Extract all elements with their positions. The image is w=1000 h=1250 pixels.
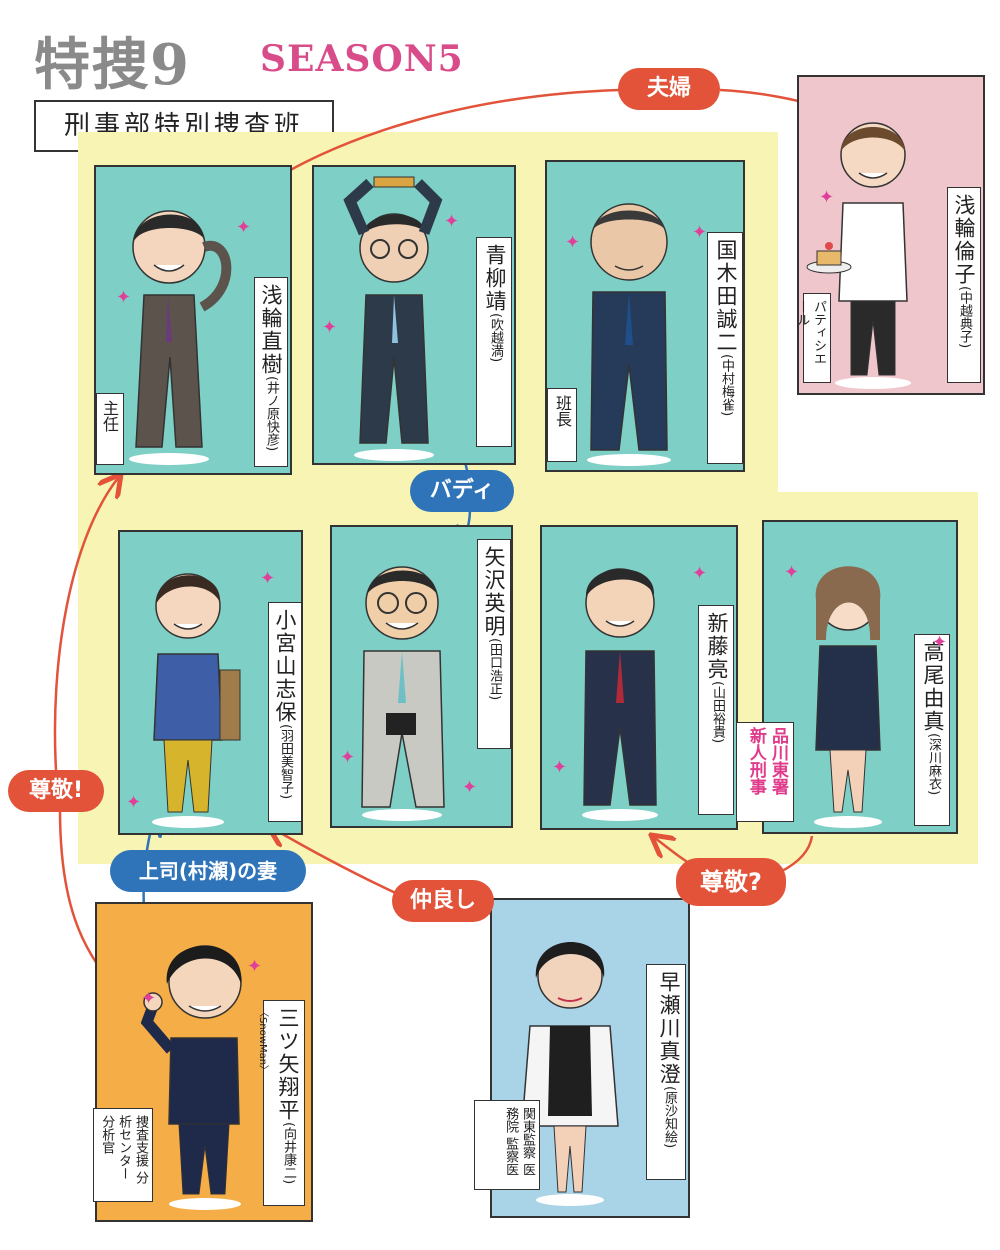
character-name-label: 青柳靖(吹越満) [476, 237, 512, 447]
sparkle-icon: ✦ [322, 317, 338, 338]
character-card-aoyagi-yasushi: 青柳靖(吹越満) ✦ ✦ [312, 165, 516, 465]
actor-group: 〈SnowMan〉 [256, 1007, 268, 1076]
character-name-label: 小宮山志保(羽田美智子) [268, 602, 302, 822]
character-card-mitsuya-shohei: 三ツ矢翔平(向井康二) 〈SnowMan〉 捜査支援 分析センター 分析官 ✦ ✦ [93, 902, 313, 1222]
actor-name: (深川麻衣) [926, 733, 941, 796]
character-card-kunikida-seiji: 国木田誠二(中村梅雀) 班長 ✦ ✦ [545, 160, 745, 472]
relation-respect-exclaim: 尊敬! [8, 770, 104, 812]
role-label: 品川東署 新人刑事 [736, 722, 794, 822]
actor-name: (中越典子) [957, 286, 972, 349]
actor-name: (井ノ原快彦) [264, 376, 279, 452]
sparkle-icon: ✦ [552, 757, 568, 778]
role-label: パティシエール [794, 293, 831, 383]
character-name-label: 浅輪倫子(中越典子) [947, 187, 981, 383]
sparkle-icon: ✦ [932, 632, 948, 653]
season-label: SEASON5 [260, 38, 464, 80]
sparkle-icon: ✦ [692, 222, 708, 243]
sparkle-icon: ✦ [692, 563, 708, 584]
sparkle-icon: ✦ [116, 287, 132, 308]
character-name-label: 浅輪直樹(井ノ原快彦) [254, 277, 288, 467]
role-label: 班長 [547, 388, 577, 462]
takao-illustration [814, 566, 882, 828]
character-name: 小宮山志保 [273, 609, 297, 724]
character-card-komiyama-shiho: 小宮山志保(羽田美智子) ✦ ✦ [118, 530, 303, 835]
character-name: 青柳靖 [483, 244, 507, 313]
mitsuya-illustration [140, 945, 242, 1210]
sparkle-icon: ✦ [260, 568, 276, 589]
actor-name: (山田裕貴) [710, 681, 725, 744]
character-card-hayasegawa-masumi: 早瀬川真澄(原沙知絵) 関東監察 医務院 監察医 [474, 898, 690, 1218]
hayasegawa-illustration [521, 942, 619, 1206]
aoyagi-illustration [343, 176, 443, 461]
role-label: 主任 [96, 393, 124, 465]
character-name: 浅輪倫子 [952, 194, 976, 286]
character-card-asawa-naoki: 浅輪直樹(井ノ原快彦) 主任 ✦ ✦ [94, 165, 292, 475]
character-card-shindo-ryo: 新藤亮(山田裕貴) ✦ ✦ [540, 525, 738, 830]
sparkle-icon: ✦ [141, 988, 157, 1009]
sparkle-icon: ✦ [236, 217, 252, 238]
actor-name: (吹越満) [488, 313, 503, 363]
character-card-yazawa-hideaki: 矢沢英明(田口浩正) ✦ ✦ [330, 525, 513, 828]
character-card-takao-yuma: 高尾由真(深川麻衣) 品川東署 新人刑事 ✦ ✦ [736, 520, 958, 834]
relation-couple: 夫婦 [618, 68, 720, 110]
actor-name: (羽田美智子) [278, 724, 293, 800]
sparkle-icon: ✦ [784, 562, 800, 583]
show-title: 特捜9 [34, 32, 191, 98]
character-card-asawa-michiko: 浅輪倫子(中越典子) パティシエール ✦ [794, 75, 985, 395]
character-name-label: 早瀬川真澄(原沙知絵) [646, 964, 686, 1180]
character-name-label: 高尾由真(深川麻衣) [914, 634, 950, 826]
actor-name: (原沙知絵) [662, 1086, 677, 1149]
michiko-illustration [806, 122, 911, 389]
yazawa-illustration [361, 566, 445, 821]
character-name: 早瀬川真澄 [657, 971, 681, 1086]
role-label: 捜査支援 分析センター 分析官 [93, 1108, 153, 1202]
actor-name: (向井康二) [281, 1122, 296, 1185]
sparkle-icon: ✦ [565, 232, 581, 253]
role-label: 関東監察 医務院 監察医 [474, 1100, 540, 1190]
actor-name: (田口浩正) [487, 638, 502, 701]
sparkle-icon: ✦ [247, 956, 263, 977]
character-name-label: 三ツ矢翔平(向井康二) 〈SnowMan〉 [257, 1000, 305, 1206]
naoki-illustration [129, 210, 232, 465]
relation-friends: 仲良し [392, 880, 494, 922]
character-name: 矢沢英明 [482, 546, 506, 638]
sparkle-icon: ✦ [462, 777, 478, 798]
sparkle-icon: ✦ [444, 211, 460, 232]
character-name-label: 矢沢英明(田口浩正) [477, 539, 511, 749]
character-name: 浅輪直樹 [259, 284, 283, 376]
character-name-label: 国木田誠二(中村梅雀) [707, 232, 743, 464]
actor-name: (中村梅雀) [719, 354, 734, 417]
character-name: 高尾由真 [921, 641, 945, 733]
sparkle-icon: ✦ [340, 747, 356, 768]
character-name: 三ツ矢翔平 [276, 1007, 300, 1122]
character-name: 国木田誠二 [714, 239, 738, 354]
shindo-illustration [582, 568, 658, 821]
sparkle-icon: ✦ [126, 792, 142, 813]
relation-respect-question: 尊敬? [676, 858, 786, 906]
character-name: 新藤亮 [705, 612, 729, 681]
relation-boss-wife: 上司(村瀬)の妻 [110, 850, 306, 892]
kunikida-illustration [587, 203, 671, 466]
sparkle-icon: ✦ [819, 187, 835, 208]
character-name-label: 新藤亮(山田裕貴) [698, 605, 734, 815]
relation-buddy: バディ [410, 470, 514, 512]
shiho-illustration [152, 573, 241, 828]
